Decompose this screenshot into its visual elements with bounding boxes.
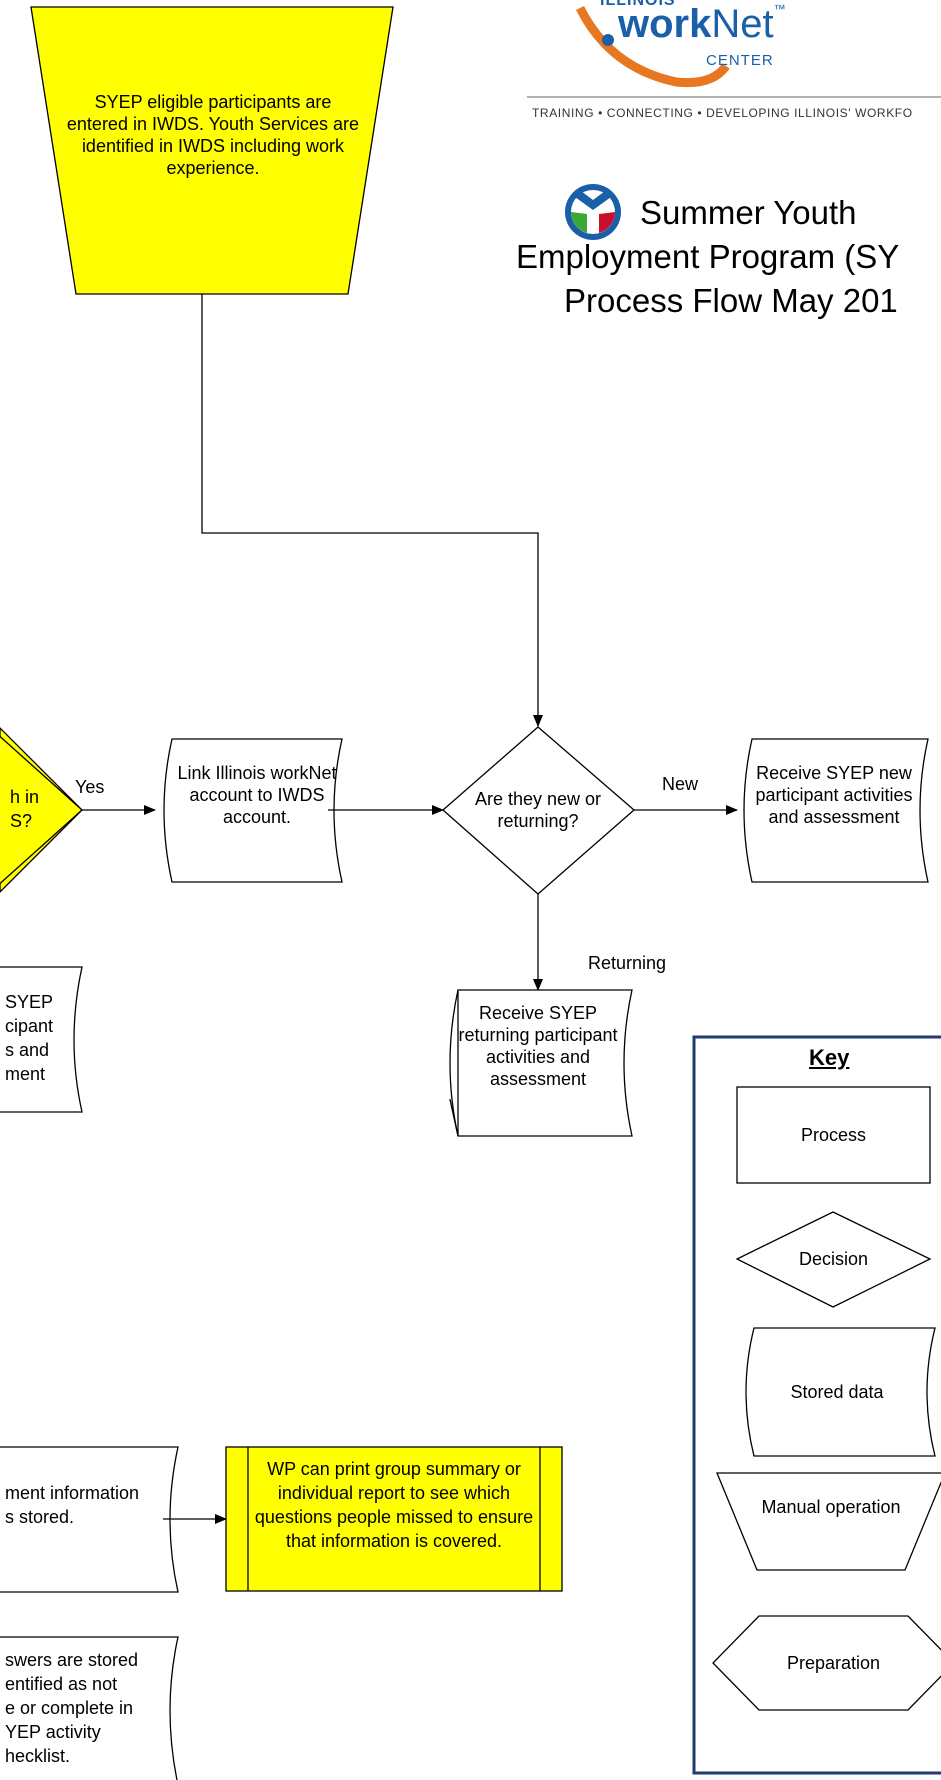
stored-data-receive-new bbox=[743, 738, 929, 883]
answers-line1: swers are stored bbox=[5, 1650, 139, 1670]
logo-brand: workNet™ bbox=[618, 2, 786, 47]
answers-line4: YEP activity bbox=[5, 1722, 101, 1742]
title-line3: Process Flow May 201 bbox=[564, 282, 898, 319]
edge-yes: Yes bbox=[75, 777, 105, 797]
key-process-label: Process bbox=[800, 1125, 867, 1145]
key-stored-data-shape bbox=[745, 1327, 936, 1457]
edge-returning: Returning bbox=[588, 953, 667, 973]
receive-returning-text: Receive SYEP returning participant activ… bbox=[458, 1003, 618, 1089]
logo-tm: ™ bbox=[773, 2, 786, 16]
logo-brand-bold: work bbox=[618, 2, 712, 46]
stored-data-left-partial bbox=[0, 966, 83, 1113]
left-partial-line3: s and bbox=[5, 1040, 50, 1060]
assessment-stored-line1: ment information bbox=[5, 1483, 140, 1503]
key-decision-label: Decision bbox=[798, 1249, 869, 1269]
key-preparation-shape bbox=[712, 1615, 941, 1711]
match-decision-line1: h in bbox=[10, 787, 40, 807]
stored-data-receive-returning bbox=[449, 989, 633, 1137]
key-process-shape bbox=[736, 1086, 931, 1184]
key-decision-shape bbox=[735, 1211, 932, 1308]
answers-line5: hecklist. bbox=[5, 1746, 71, 1766]
new-or-returning-text: Are they new or returning? bbox=[474, 789, 602, 831]
stored-data-answers bbox=[0, 1636, 179, 1780]
key-preparation-label: Preparation bbox=[786, 1653, 881, 1673]
title-line1: Summer Youth bbox=[640, 194, 857, 231]
key-stored-data-label: Stored data bbox=[790, 1382, 884, 1402]
link-account-text: Link Illinois workNet account to IWDS ac… bbox=[177, 763, 337, 827]
wp-print-text: WP can print group summary or individual… bbox=[254, 1459, 534, 1551]
logo-center: CENTER bbox=[706, 52, 774, 69]
match-decision-line2: S? bbox=[10, 811, 33, 831]
stored-data-receive-returning-left bbox=[449, 989, 459, 1137]
logo-state: ILLINOIS bbox=[600, 0, 676, 9]
worknet-logo-icon bbox=[527, 5, 941, 98]
key-box bbox=[692, 1035, 941, 1775]
left-partial-line2: cipant bbox=[5, 1016, 54, 1036]
left-partial-line4: ment bbox=[5, 1064, 46, 1084]
key-manual-operation-label: Manual operation bbox=[761, 1497, 901, 1517]
answers-line3: e or complete in bbox=[5, 1698, 134, 1718]
syep-eligible-text: SYEP eligible participants are entered i… bbox=[66, 92, 360, 178]
key-manual-operation-shape bbox=[716, 1472, 941, 1571]
manual-operation-syep-eligible bbox=[30, 6, 394, 295]
stored-data-link-account bbox=[163, 738, 343, 883]
stored-data-assessment-stored bbox=[0, 1446, 179, 1593]
key-title: Key bbox=[809, 1045, 850, 1070]
answers-line2: entified as not bbox=[5, 1674, 118, 1694]
left-partial-line1: SYEP bbox=[5, 992, 54, 1012]
syep-logo-icon bbox=[565, 184, 621, 240]
edge-new: New bbox=[662, 774, 699, 794]
assessment-stored-line2: s stored. bbox=[5, 1507, 75, 1527]
connector-eligible-to-decision bbox=[201, 294, 543, 727]
logo-brand-light: Net bbox=[711, 2, 774, 46]
receive-new-text: Receive SYEP new participant activities … bbox=[755, 763, 913, 827]
process-wp-print bbox=[225, 1446, 563, 1592]
title-line2: Employment Program (SY bbox=[516, 238, 900, 275]
logo-tagline: TRAINING • CONNECTING • DEVELOPING ILLIN… bbox=[532, 106, 913, 120]
